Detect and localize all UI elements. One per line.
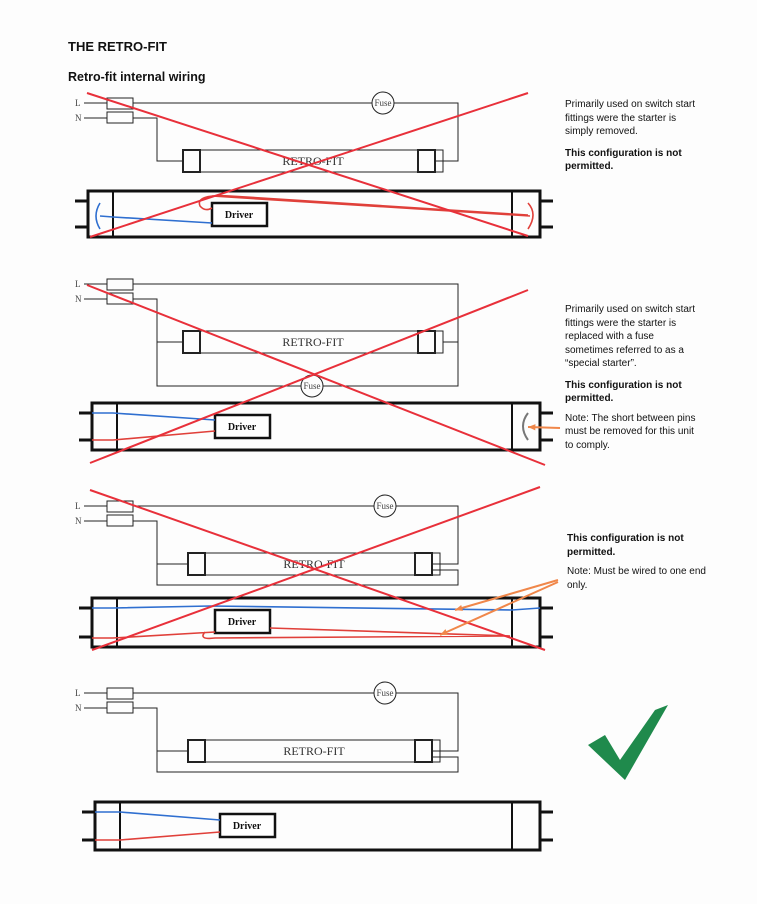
- driver-box: [218, 812, 277, 839]
- fuse-label: Fuse: [376, 501, 393, 511]
- note-arrow: [439, 581, 559, 636]
- fuse-label: Fuse: [376, 688, 393, 698]
- neutral-wire: [133, 707, 188, 752]
- fuse-label: Fuse: [374, 98, 391, 108]
- terminal-block: [106, 687, 134, 700]
- label-live: L: [75, 98, 81, 108]
- tube-end-cap: [187, 739, 206, 763]
- note-3: This configuration is not permitted. Not…: [567, 532, 707, 592]
- label-live: L: [75, 279, 81, 289]
- live-wire-red: [198, 194, 534, 230]
- page-title: THE RETRO-FIT: [68, 39, 167, 54]
- note-2-note: Note: The short between pins must be rem…: [565, 412, 696, 451]
- tube-end-cap: [182, 330, 201, 354]
- live-wire: [394, 102, 459, 162]
- neutral-wire-blue: [92, 605, 541, 611]
- label-neutral: N: [75, 113, 82, 123]
- tube-end-cap: [417, 149, 436, 173]
- terminal-block: [106, 514, 134, 527]
- return-wire: [156, 751, 459, 773]
- note-1-verdict: This configuration is not permitted.: [565, 147, 682, 173]
- label-neutral: N: [75, 294, 82, 304]
- cross-out-line: [89, 92, 529, 238]
- fuse-label: Fuse: [303, 381, 320, 391]
- note-arrow: [454, 579, 559, 611]
- neutral-wire: [133, 117, 183, 162]
- cross-out-line: [89, 289, 529, 464]
- note-2: Primarily used on switch start fittings …: [565, 303, 705, 452]
- note-3-note: Note: Must be wired to one end only.: [567, 566, 706, 591]
- driver-label: Driver: [228, 617, 257, 628]
- driver-label: Driver: [228, 422, 257, 433]
- tube-body: [93, 800, 542, 852]
- driver-label: Driver: [225, 210, 254, 221]
- neutral-wire-blue: [95, 811, 221, 821]
- label-live: L: [75, 501, 81, 511]
- terminal-block: [106, 111, 134, 124]
- loop-wire: [323, 342, 459, 387]
- tube-end-cap: [182, 149, 201, 173]
- tube-body: [90, 596, 542, 649]
- label-live: L: [75, 688, 81, 698]
- checkmark-icon: [588, 705, 668, 780]
- note-3-verdict: This configuration is not permitted.: [567, 533, 684, 558]
- terminal-block: [106, 701, 134, 714]
- arrow-head: [455, 604, 463, 611]
- tube-label: RETRO-FIT: [282, 335, 344, 349]
- pin-short-link: [522, 412, 529, 441]
- tube-label: RETRO-FIT: [283, 557, 345, 571]
- terminal-block: [106, 500, 134, 513]
- terminal-block: [106, 278, 134, 291]
- label-neutral: N: [75, 703, 82, 713]
- live-wire-red: [211, 195, 531, 217]
- note-2-desc: Primarily used on switch start fittings …: [565, 304, 696, 369]
- arrow-head: [528, 424, 536, 431]
- neutral-wire-blue: [92, 412, 216, 421]
- driver-box: [213, 413, 272, 440]
- cross-out-line: [91, 486, 541, 651]
- tube-end-cap: [414, 552, 433, 576]
- driver-label: Driver: [233, 821, 262, 832]
- live-wire: [133, 283, 459, 343]
- driver-box: [213, 608, 272, 635]
- neutral-wire: [133, 520, 188, 565]
- tube-end-cap: [417, 330, 436, 354]
- tube-label: RETRO-FIT: [283, 744, 345, 758]
- driver-box: [210, 201, 269, 228]
- loop-wire: [156, 341, 301, 387]
- live-wire-red: [92, 627, 511, 640]
- return-wire: [156, 564, 459, 586]
- live-wire-red: [92, 430, 216, 441]
- tube-body: [90, 401, 542, 452]
- cross-out-line: [86, 284, 546, 466]
- label-neutral: N: [75, 516, 82, 526]
- neutral-wire-blue: [95, 202, 213, 230]
- live-wire-red: [95, 831, 221, 841]
- arrow-head: [440, 629, 448, 635]
- live-wire: [396, 505, 459, 565]
- tube-body: [86, 189, 542, 239]
- cross-out-line: [89, 489, 546, 651]
- note-1-desc: Primarily used on switch start fittings …: [565, 99, 696, 137]
- note-2-verdict: This configuration is not permitted.: [565, 379, 682, 405]
- section-title: Retro-fit internal wiring: [68, 70, 206, 84]
- live-wire: [396, 692, 459, 752]
- tube-end-cap: [414, 739, 433, 763]
- tube-end-cap: [187, 552, 206, 576]
- note-1: Primarily used on switch start fittings …: [565, 98, 705, 174]
